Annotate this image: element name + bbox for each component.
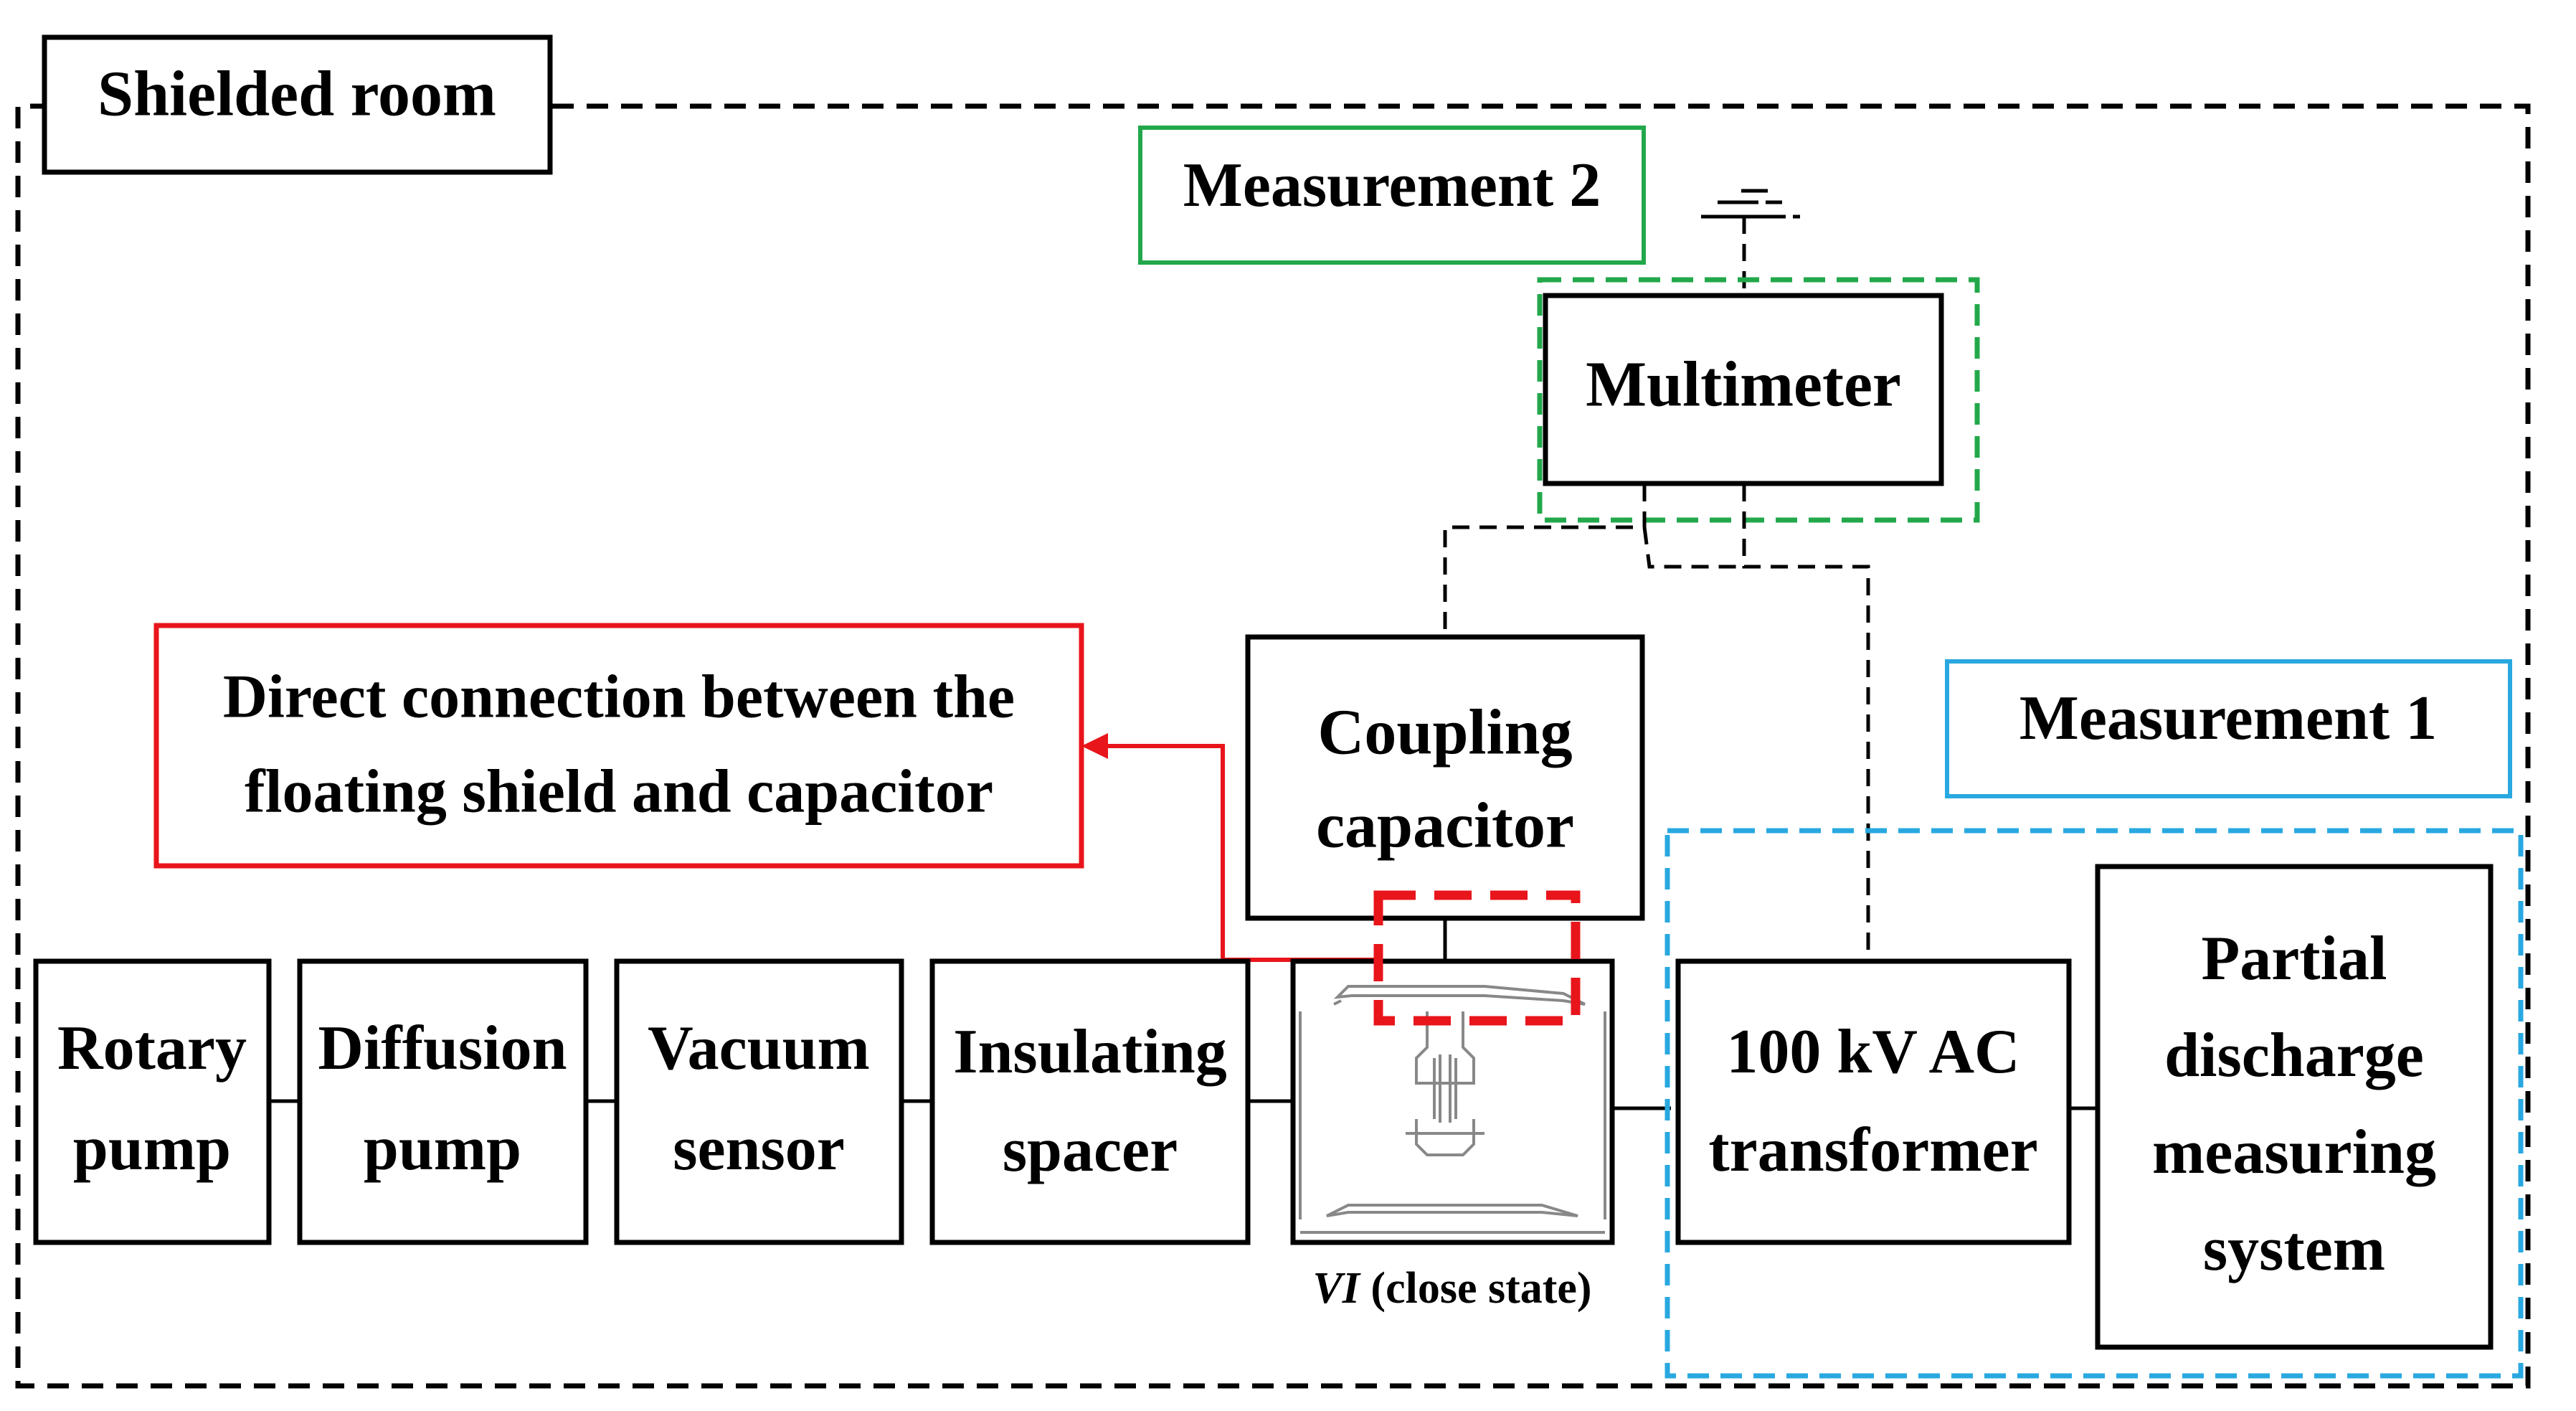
pd-system-line2: discharge [2164, 1021, 2424, 1090]
direct-connection-line2: floating shield and capacitor [245, 757, 993, 826]
vacuum-sensor-line2: sensor [673, 1114, 845, 1184]
diffusion-pump-line2: pump [364, 1114, 521, 1184]
arrow-head-icon [1081, 733, 1108, 759]
coupling-capacitor-box: Coupling capacitor [1245, 634, 1645, 921]
multimeter-label: Multimeter [1586, 349, 1901, 420]
direct-connection-line1: Direct connection between the [223, 662, 1015, 731]
measurement2-label-box: Measurement 2 [1138, 126, 1646, 265]
measurement2-region [1537, 277, 1980, 523]
diffusion-pump-box: Diffusion pump [297, 958, 589, 1245]
shield-connection-highlight [1373, 890, 1581, 1026]
vi-label: VI (close state) [1312, 1264, 1591, 1313]
measurement2-label: Measurement 2 [1183, 151, 1601, 220]
pd-system-line3: measuring [2152, 1118, 2436, 1187]
insulating-spacer-box: Insulating spacer [929, 958, 1251, 1245]
vacuum-interrupter: VI (close state) [1290, 958, 1615, 1313]
pd-system-line1: Partial [2201, 924, 2387, 994]
direct-connection-callout: Direct connection between the floating s… [153, 623, 1084, 869]
measurement1-label: Measurement 1 [2019, 684, 2437, 753]
shielded-room-label: Shielded room [98, 59, 496, 130]
ground-icon [1701, 189, 1800, 291]
vi-label-rest: (close state) [1360, 1264, 1592, 1313]
transformer-line1: 100 kV AC [1726, 1017, 2019, 1087]
rotary-pump-line1: Rotary [57, 1014, 247, 1083]
measurement1-region [1665, 828, 2524, 1379]
diffusion-pump-line1: Diffusion [318, 1014, 567, 1083]
pd-system-line4: system [2203, 1214, 2385, 1284]
rotary-pump-box: Rotary pump [33, 958, 272, 1245]
vi-label-italic: VI [1312, 1264, 1360, 1313]
transformer-line2: transformer [1708, 1115, 2037, 1185]
coupling-capacitor-line2: capacitor [1316, 791, 1574, 862]
measurement1-label-box: Measurement 1 [1945, 659, 2512, 798]
shielded-room-label-box: Shielded room [42, 34, 553, 175]
multimeter-box: Multimeter [1543, 293, 1944, 486]
vacuum-sensor-line1: Vacuum [648, 1014, 870, 1083]
rotary-pump-line2: pump [73, 1114, 231, 1184]
multimeter-to-capacitor-wire [1443, 484, 1647, 637]
multimeter-internal-wire [1642, 527, 1744, 569]
multimeter-to-transformer-wire [1742, 484, 1870, 961]
shielded-room-boundary [15, 103, 2531, 1389]
coupling-capacitor-line1: Coupling [1317, 697, 1572, 768]
pd-measuring-system-box: Partial discharge measuring system [2095, 864, 2494, 1350]
vi-cross-section-drawing [1299, 985, 1606, 1234]
transformer-box: 100 kV AC transformer [1675, 958, 2072, 1245]
vacuum-sensor-box: Vacuum sensor [614, 958, 904, 1245]
insulating-spacer-line1: Insulating [953, 1017, 1227, 1087]
insulating-spacer-line2: spacer [1003, 1115, 1178, 1185]
